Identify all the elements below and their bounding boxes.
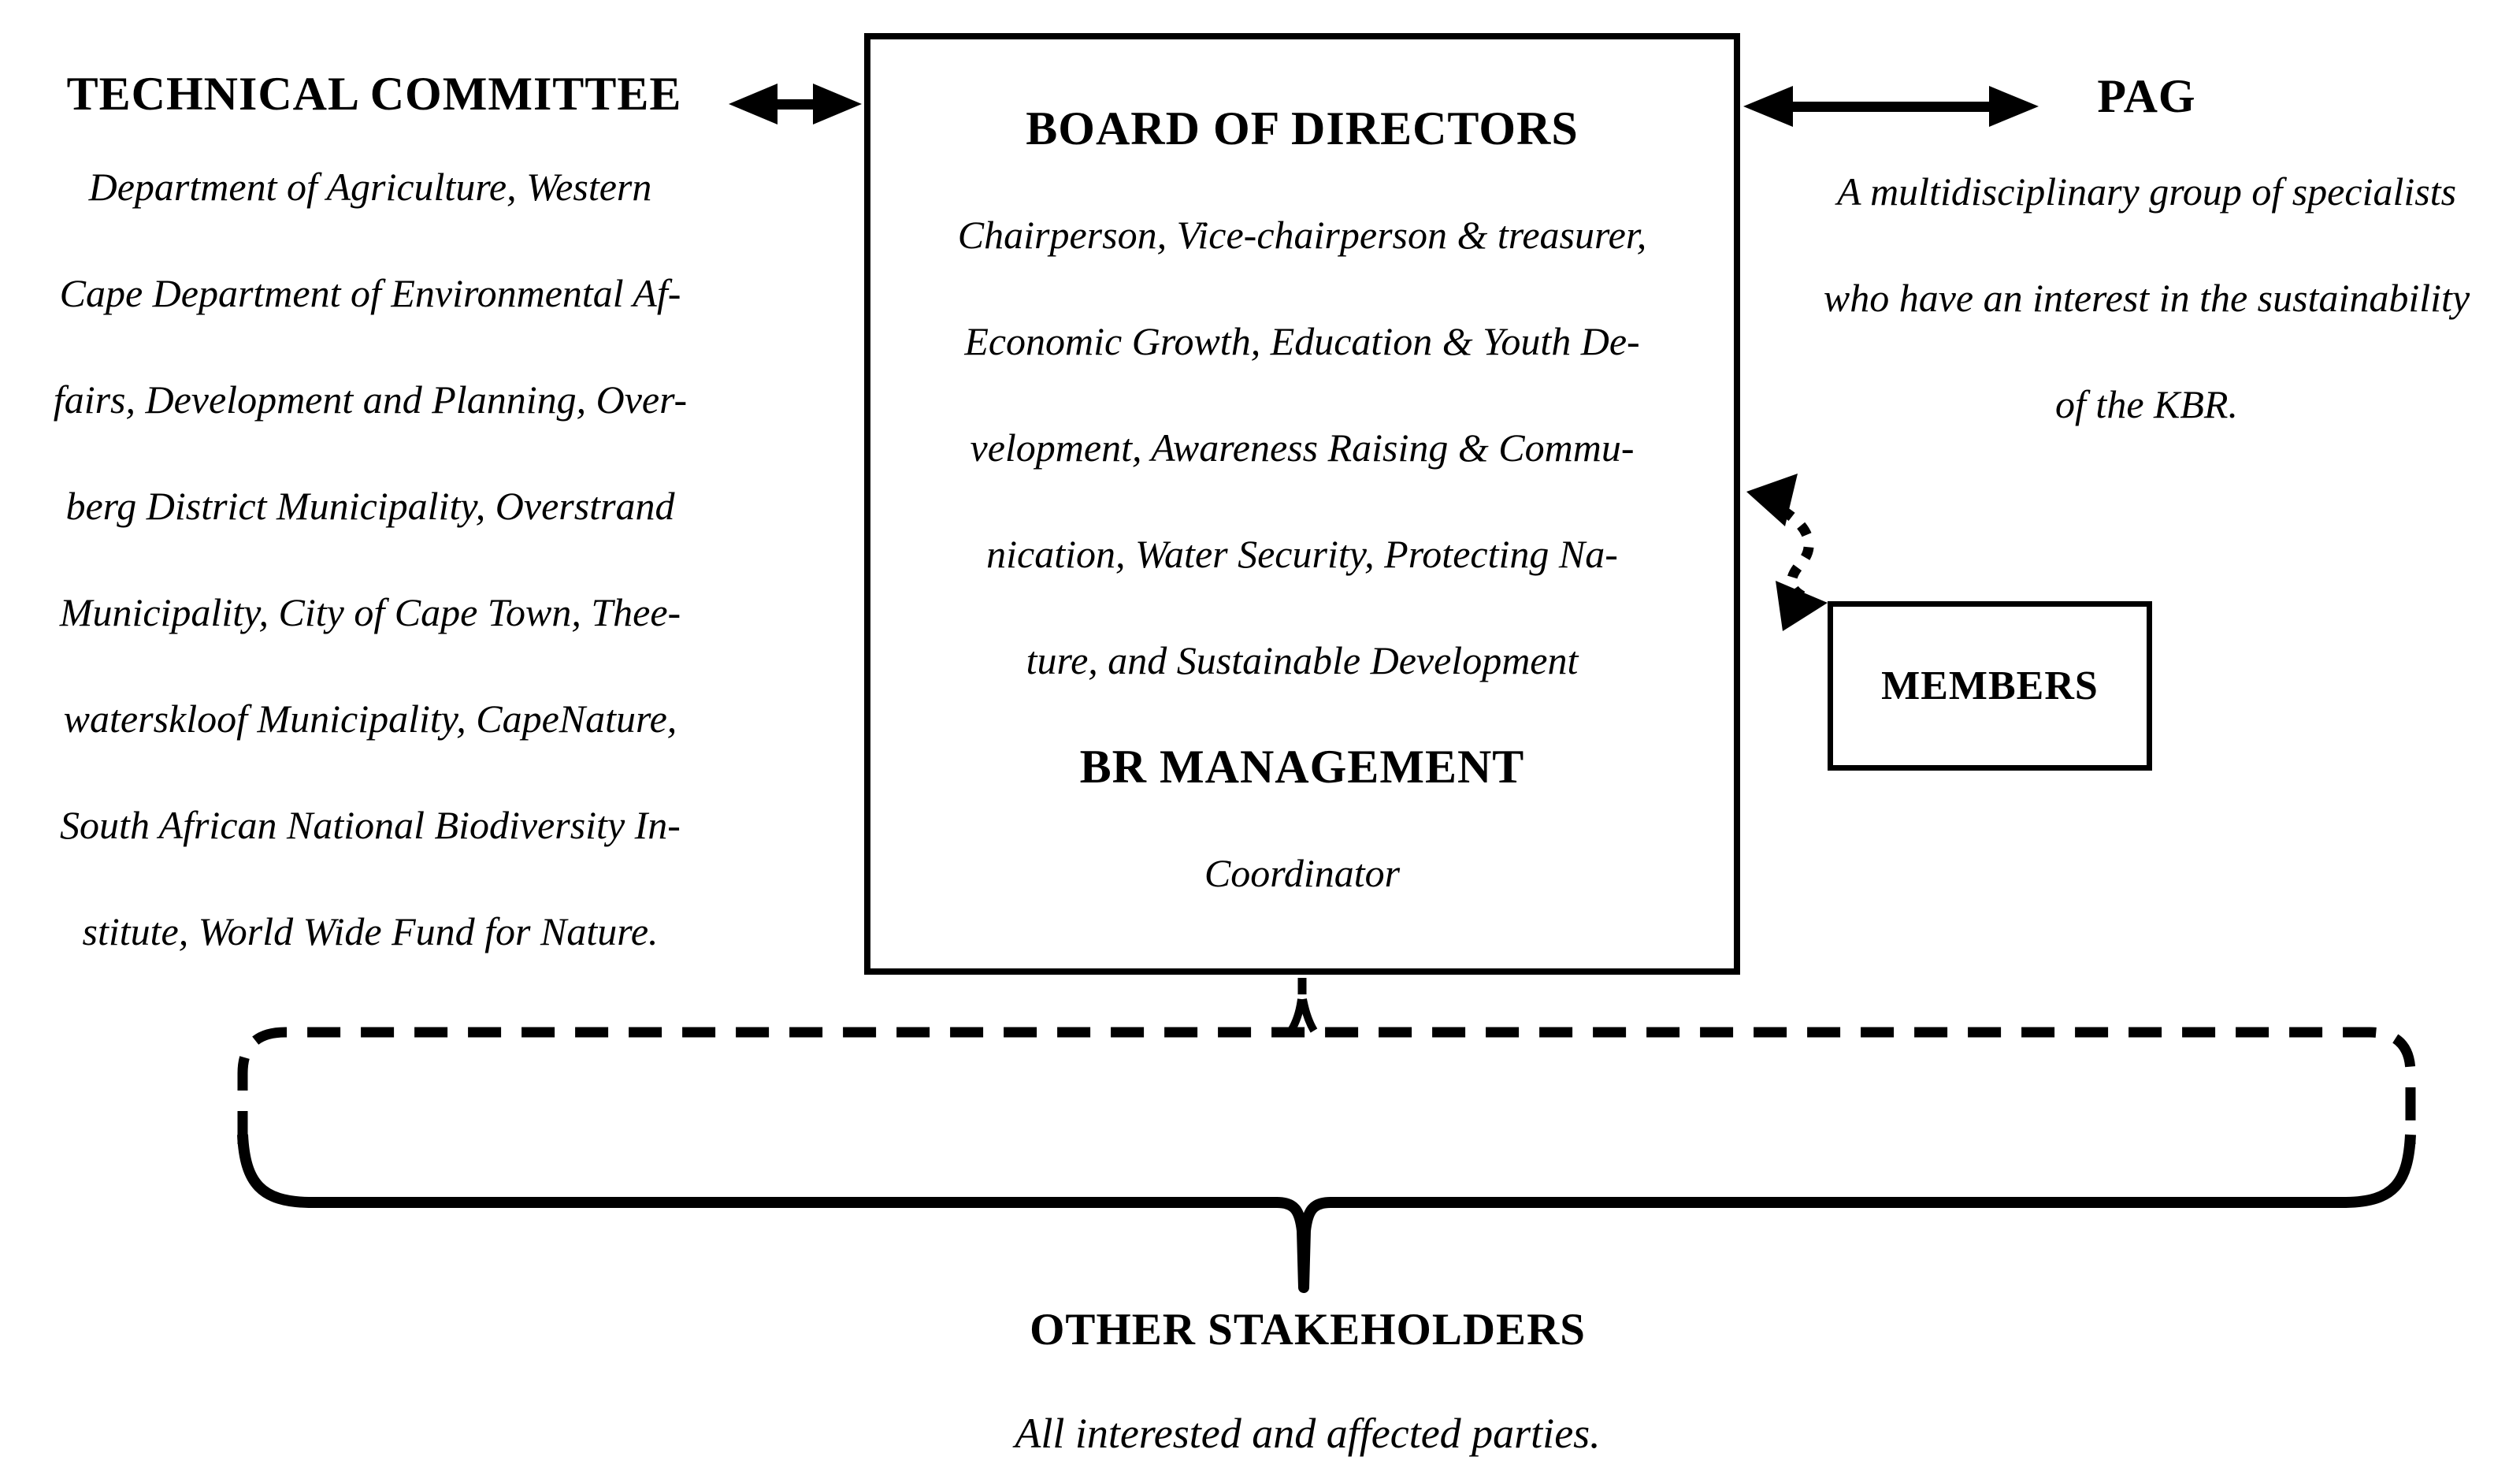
- text-line: Economic Growth, Education & Youth De-: [964, 319, 1640, 363]
- dotted-arrow-board-members-icon: [1746, 474, 1828, 631]
- dashed-connector-board-stakeholders: [1287, 978, 1318, 1033]
- text-line: who have an interest in the sustainabili…: [1823, 276, 2470, 320]
- board-of-directors-title: BOARD OF DIRECTORS: [1026, 102, 1579, 154]
- text-line: waterskloof Municipality, CapeNature,: [63, 697, 677, 741]
- double-arrow-technical-board-icon: [729, 84, 862, 124]
- pag-title: PAG: [2097, 70, 2196, 122]
- text-line: nication, Water Security, Protecting Na-: [986, 532, 1618, 576]
- curly-brace-icon: [237, 1134, 2416, 1293]
- text-line: Chairperson, Vice-chairperson & treasure…: [957, 213, 1647, 257]
- text-line: stitute, World Wide Fund for Nature.: [82, 909, 659, 953]
- text-line: of the KBR.: [2055, 382, 2238, 426]
- text-line: A multidisciplinary group of specialists: [1836, 169, 2457, 214]
- br-management-role: Coordinator: [1204, 851, 1401, 895]
- other-stakeholders-description: All interested and affected parties.: [1015, 1410, 1601, 1457]
- dashed-capsule-outline: [237, 1027, 2416, 1144]
- text-line: South African National Biodiversity In-: [60, 803, 681, 847]
- members-box: MEMBERS: [1828, 601, 2152, 771]
- technical-committee-title: TECHNICAL COMMITTEE: [66, 68, 682, 120]
- text-line: fairs, Development and Planning, Over-: [53, 377, 688, 422]
- text-line: berg District Municipality, Overstrand: [65, 484, 675, 528]
- text-line: Cape Department of Environmental Af-: [59, 271, 681, 315]
- pag-description: A multidisciplinary group of specialists…: [1765, 139, 2520, 458]
- double-arrow-board-pag-icon: [1743, 86, 2039, 127]
- br-management-title: BR MANAGEMENT: [1079, 741, 1525, 793]
- text-line: ture, and Sustainable Development: [1026, 638, 1579, 682]
- board-of-directors-box: BOARD OF DIRECTORS Chairperson, Vice-cha…: [864, 33, 1740, 975]
- members-label: MEMBERS: [1881, 663, 2099, 708]
- text-line: Department of Agriculture, Western: [88, 165, 652, 209]
- other-stakeholders-title: OTHER STAKEHOLDERS: [1030, 1305, 1586, 1355]
- text-line: velopment, Awareness Raising & Commu-: [970, 425, 1635, 470]
- board-composition: Chairperson, Vice-chairperson & treasure…: [870, 182, 1734, 714]
- text-line: Municipality, City of Cape Town, Thee-: [59, 590, 681, 634]
